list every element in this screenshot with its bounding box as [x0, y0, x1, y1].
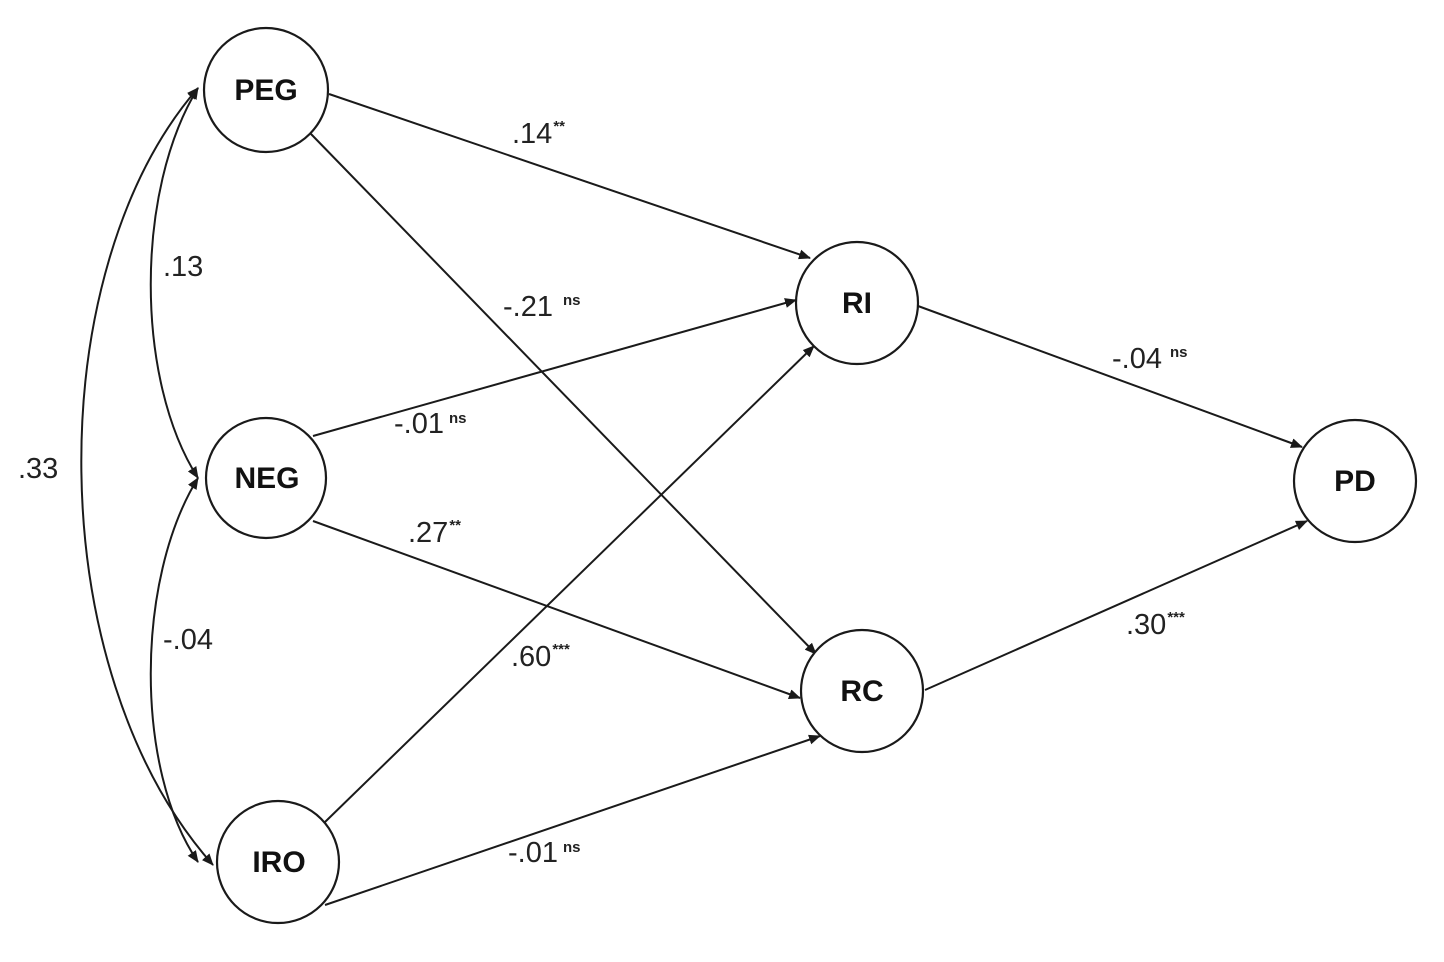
- node-neg: NEG: [204, 416, 328, 540]
- coef-peg-rc-value: -.21: [503, 291, 553, 323]
- corr-peg-neg-label: .13: [163, 251, 203, 283]
- coef-neg-rc-sig: **: [449, 517, 461, 534]
- coef-ri-pd-sig: ns: [1170, 344, 1188, 361]
- node-pd-label: PD: [1334, 465, 1376, 498]
- coef-iro-ri: .60***: [511, 641, 570, 673]
- edge-neg-rc: [312, 520, 801, 699]
- coef-iro-ri-value: .60: [511, 641, 551, 673]
- coef-iro-ri-sig: ***: [552, 641, 570, 658]
- coef-iro-rc: -.01 ns: [508, 837, 581, 869]
- coef-peg-ri: .14**: [512, 118, 565, 150]
- coef-peg-ri-value: .14: [512, 118, 552, 150]
- coef-rc-pd-value: .30: [1126, 609, 1166, 641]
- corr-peg-neg: [149, 87, 199, 479]
- node-ri-label: RI: [842, 287, 872, 320]
- edge-peg-rc: [310, 133, 817, 655]
- coef-iro-rc-value: -.01: [508, 837, 558, 869]
- node-pd: PD: [1292, 418, 1418, 544]
- coef-neg-ri-sig: ns: [449, 410, 467, 427]
- node-neg-label: NEG: [234, 462, 299, 495]
- coef-neg-rc: .27**: [408, 517, 461, 549]
- coef-rc-pd: .30***: [1126, 609, 1185, 641]
- edge-ri-pd: [917, 305, 1303, 448]
- corr-peg-iro: [80, 87, 214, 866]
- coef-peg-rc: -.21 ns: [503, 291, 581, 323]
- coef-rc-pd-sig: ***: [1167, 609, 1185, 626]
- corr-peg-iro-label: .33: [18, 453, 58, 485]
- node-iro: IRO: [215, 799, 341, 925]
- coef-iro-rc-sig: ns: [563, 839, 581, 856]
- edge-iro-rc: [324, 734, 821, 906]
- node-ri: RI: [794, 240, 920, 366]
- node-iro-label: IRO: [252, 846, 305, 879]
- node-peg: PEG: [202, 26, 330, 154]
- coef-neg-ri: -.01 ns: [394, 408, 467, 440]
- edge-iro-ri: [324, 345, 815, 823]
- coef-neg-ri-value: -.01: [394, 408, 444, 440]
- edge-peg-ri: [328, 93, 811, 260]
- edge-rc-pd: [924, 520, 1308, 691]
- coef-ri-pd: -.04 ns: [1112, 343, 1188, 375]
- corr-neg-iro: [149, 477, 199, 863]
- coef-peg-rc-sig: ns: [563, 292, 581, 309]
- coef-peg-ri-sig: **: [553, 118, 565, 135]
- coef-neg-rc-value: .27: [408, 517, 448, 549]
- edge-neg-ri: [312, 298, 797, 437]
- corr-neg-iro-label: -.04: [163, 624, 213, 656]
- node-rc-label: RC: [840, 675, 883, 708]
- node-peg-label: PEG: [234, 74, 297, 107]
- coef-ri-pd-value: -.04: [1112, 343, 1162, 375]
- node-rc: RC: [799, 628, 925, 754]
